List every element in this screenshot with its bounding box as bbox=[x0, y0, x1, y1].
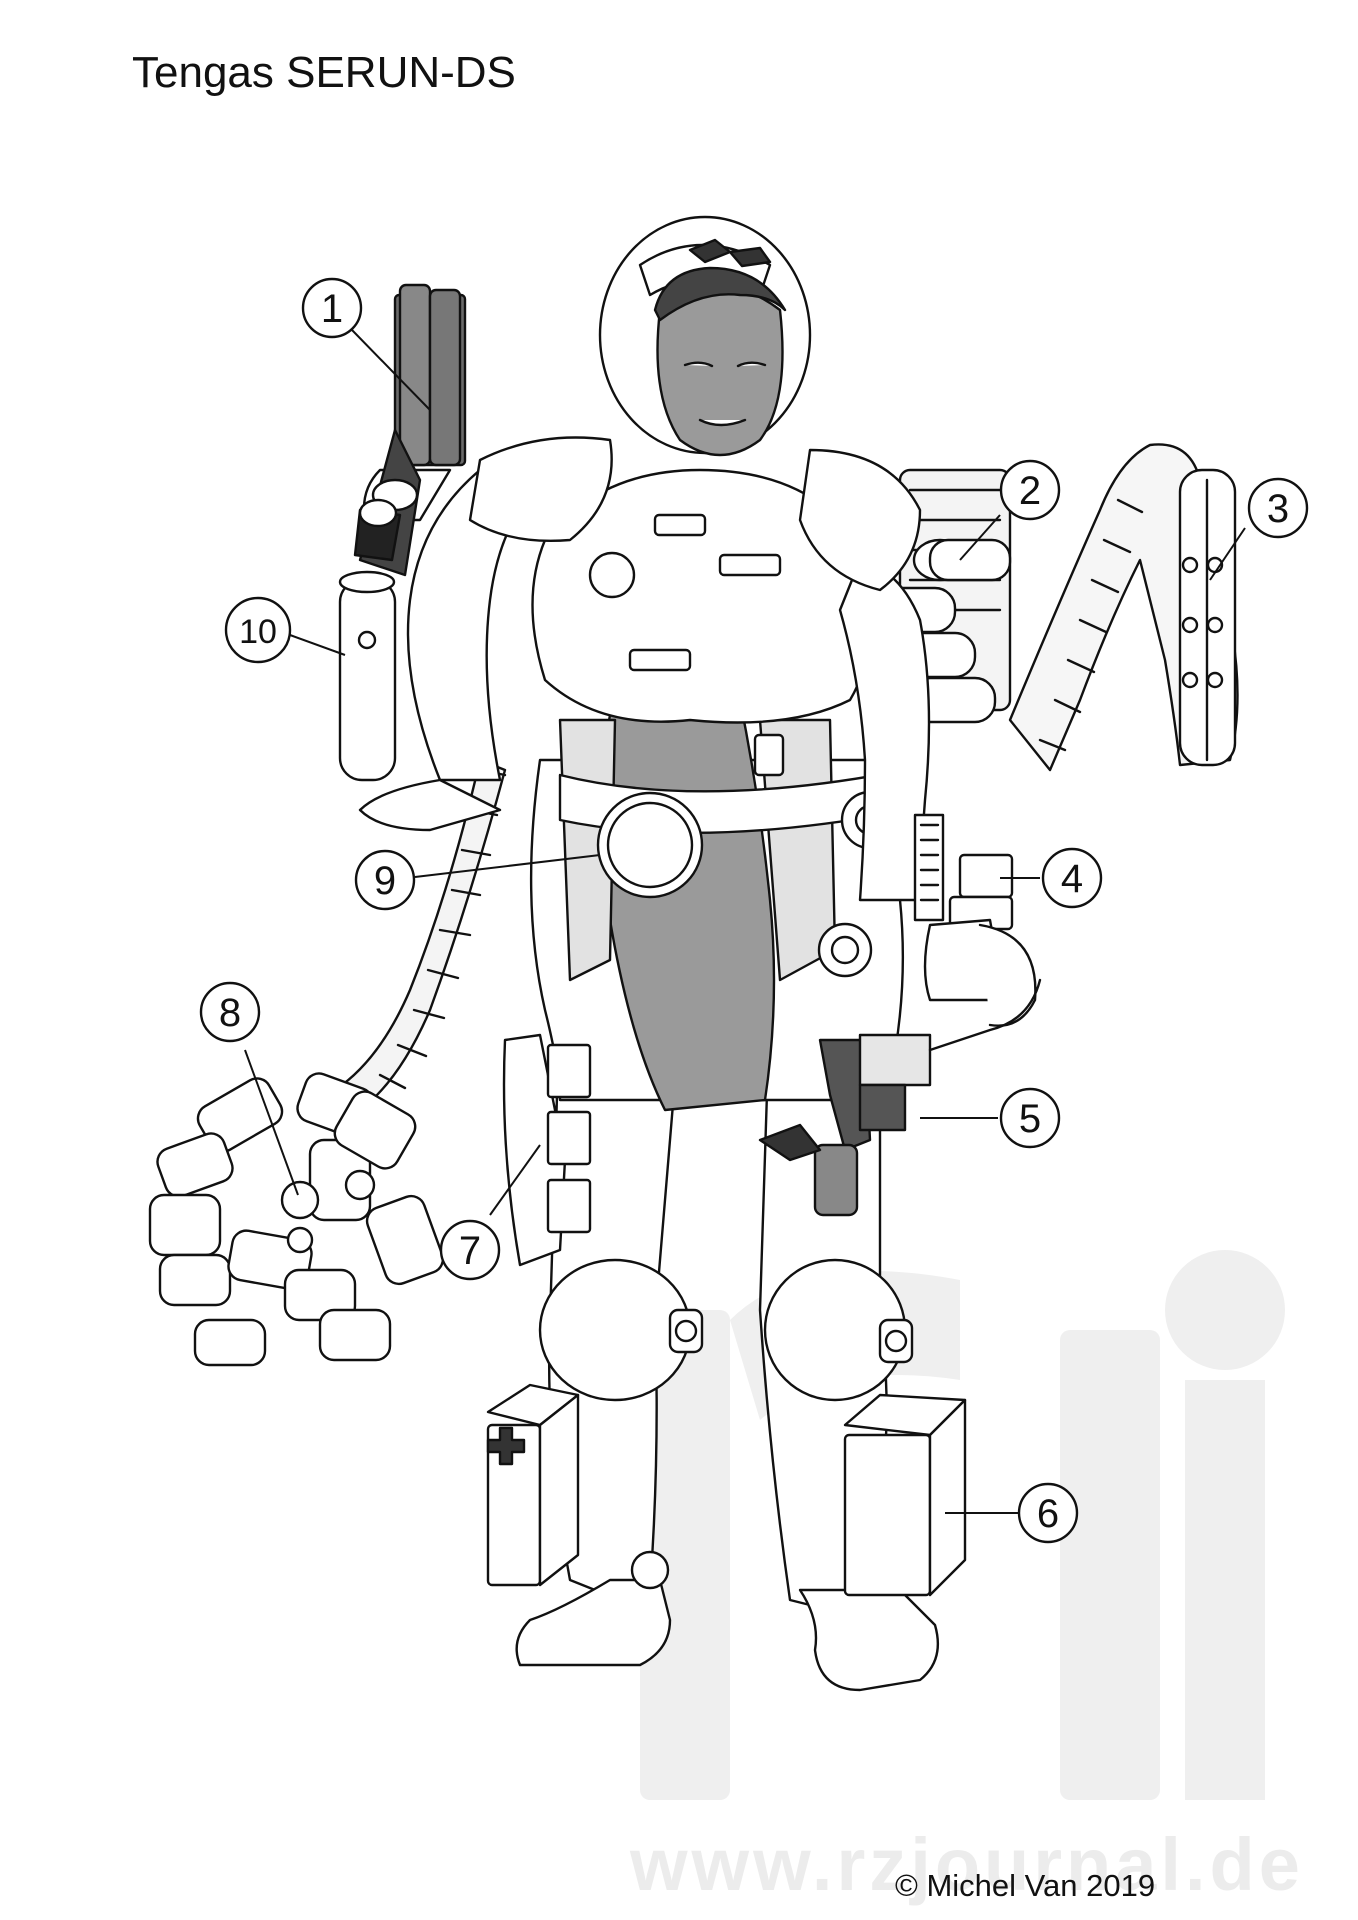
medkit bbox=[486, 1383, 580, 1587]
leader-lines bbox=[244, 329, 1246, 1514]
copyright-notice: © Michel Van 2019 bbox=[895, 1868, 1156, 1903]
callout-9: 9 bbox=[354, 849, 416, 911]
shoulder-pads bbox=[468, 436, 922, 592]
callout-1: 1 bbox=[301, 277, 363, 339]
callout-6-label: 6 bbox=[1037, 1492, 1059, 1536]
callout-1-label: 1 bbox=[321, 287, 343, 331]
pistol bbox=[353, 283, 467, 577]
page-title: Tengas SERUN-DS bbox=[132, 48, 516, 97]
callout-5-label: 5 bbox=[1019, 1097, 1041, 1141]
callout-3-label: 3 bbox=[1267, 487, 1289, 531]
leg-pack-6 bbox=[843, 1393, 967, 1597]
callout-9-label: 9 bbox=[374, 859, 396, 903]
watermark-url: www.rzjournal.de bbox=[630, 1823, 1304, 1906]
callout-10-label: 10 bbox=[239, 613, 277, 651]
callout-6: 6 bbox=[1017, 1482, 1079, 1544]
callout-10: 10 bbox=[224, 596, 292, 664]
callout-3: 3 bbox=[1247, 477, 1309, 539]
right-arm bbox=[838, 558, 1037, 1027]
tool-5 bbox=[758, 978, 1042, 1217]
callout-8-label: 8 bbox=[219, 991, 241, 1035]
thigh-pockets bbox=[502, 1033, 592, 1267]
callout-8: 8 bbox=[199, 981, 261, 1043]
callout-4-label: 4 bbox=[1061, 857, 1083, 901]
callout-7: 7 bbox=[439, 1219, 501, 1281]
callout-4: 4 bbox=[1041, 847, 1103, 909]
callout-2-label: 2 bbox=[1019, 469, 1041, 513]
gripper-claw bbox=[148, 1072, 445, 1367]
callouts: 1 2 3 4 5 6 7 8 9 10 bbox=[199, 277, 1309, 1544]
callout-2: 2 bbox=[999, 459, 1061, 521]
pilot-face bbox=[653, 266, 787, 457]
callout-7-label: 7 bbox=[459, 1229, 481, 1273]
tentacle-arm-right bbox=[1008, 443, 1239, 772]
callout-5: 5 bbox=[999, 1087, 1061, 1149]
